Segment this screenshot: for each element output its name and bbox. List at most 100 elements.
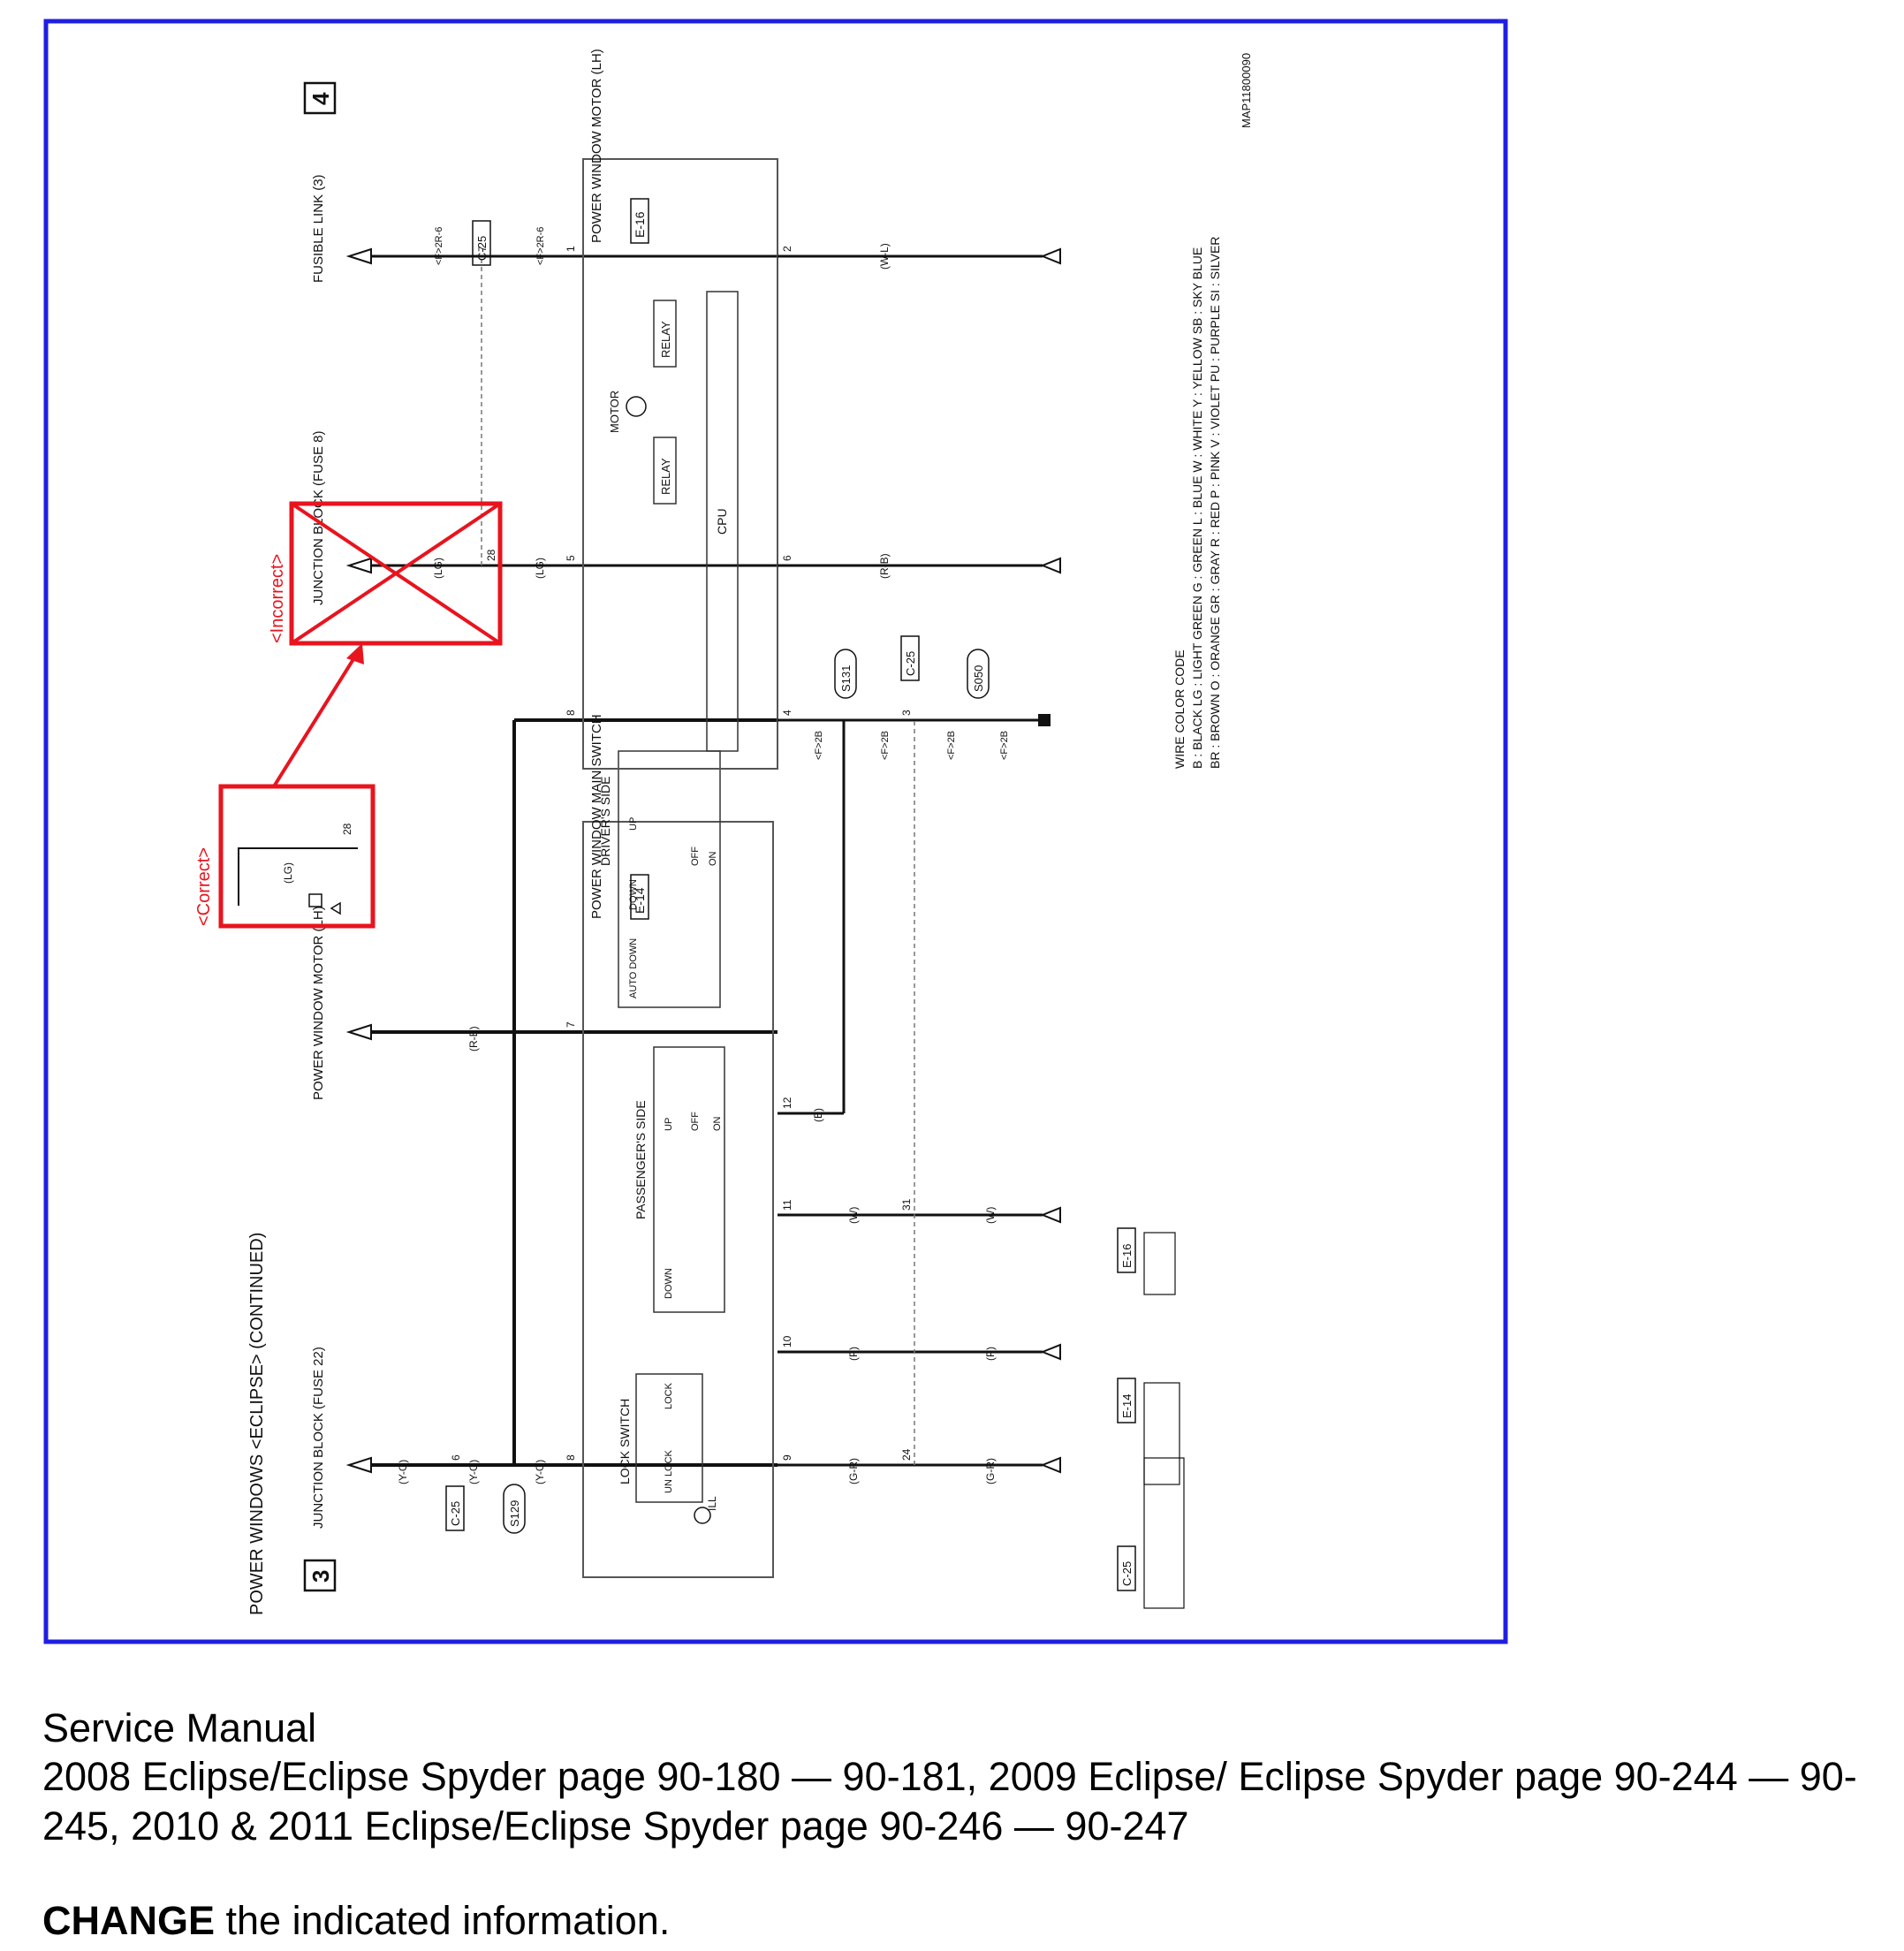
connector-c25-label: C-25 (1120, 1561, 1134, 1586)
connector-e14-grid (1143, 1382, 1180, 1485)
annotation-arrowhead (346, 643, 364, 664)
wiring-diagram: POWER WINDOWS <ECLIPSE> (CONTINUED) 3 4 … (43, 19, 1508, 1644)
connector-e14-box (1117, 1378, 1136, 1423)
wire-label-p-1: (P) (847, 1347, 860, 1361)
correct-ground-symbol (330, 901, 341, 915)
ground-right-3 (1040, 1206, 1061, 1224)
passenger-on-label: ON (712, 1116, 723, 1131)
legend-row-2: BR : BROWN O : ORANGE GR : GRAY R : RED … (1208, 237, 1222, 769)
ill-label: ILL (706, 1496, 718, 1511)
ground-right-6 (1040, 247, 1061, 265)
motor-unit-label: POWER WINDOW MOTOR (LH) (589, 49, 604, 243)
connector-e16-label: E-16 (1120, 1244, 1134, 1268)
part-code: MAP11800090 (1240, 53, 1253, 128)
correct-wire-path (238, 847, 358, 906)
main-switch-label: POWER WINDOW MAIN SWITCH (589, 714, 604, 919)
pin-3: 3 (900, 710, 913, 716)
wire-label-p-2: (P) (984, 1347, 997, 1361)
source-fusible-link: FUSIBLE LINK (3) (311, 174, 326, 283)
incorrect-label: <Incorrect> (268, 554, 287, 643)
main-switch-code: E-14 (633, 887, 647, 914)
wire-label-yg-3: (Y-G) (534, 1460, 546, 1484)
relay1-label: RELAY (659, 458, 672, 495)
pin-7: 7 (565, 1021, 577, 1028)
c25-tag-top (472, 220, 491, 266)
source-power-window-motor-ref: POWER WINDOW MOTOR (LH) (311, 906, 326, 1100)
wire-label-lg-2: (LG) (534, 558, 546, 579)
ill-lamp-symbol (694, 1507, 711, 1524)
pin-c25-6: 6 (450, 1454, 462, 1461)
ground-right-1 (1040, 1456, 1061, 1474)
pin-4: 4 (781, 710, 793, 716)
diagram-frame (43, 19, 1508, 1644)
pin-9: 9 (781, 1454, 793, 1461)
correct-pin-label: 28 (341, 823, 353, 835)
ground-right-5 (1040, 557, 1061, 574)
c25-tag-top-label: C-25 (475, 236, 489, 261)
splice-s129 (503, 1484, 526, 1534)
wire-label-rb-1: (R-B) (467, 1026, 480, 1051)
correct-label: <Correct> (194, 847, 214, 926)
ground-symbol-3 (345, 557, 372, 574)
pin-11: 11 (781, 1199, 793, 1211)
ground-symbol-1 (345, 1456, 372, 1474)
ground-symbol-2 (345, 1023, 372, 1041)
pin-8-switch: 8 (565, 1454, 577, 1461)
wire-label-w-2: (W) (984, 1207, 997, 1224)
ground-right-2 (1040, 1343, 1061, 1361)
relay2-box (653, 300, 677, 368)
wire-size-6: <F>2B (999, 731, 1010, 760)
wire-label-w-1: (W) (847, 1207, 860, 1224)
connector-e14-label: E-14 (1120, 1394, 1134, 1418)
splice-s131 (834, 649, 857, 699)
pin-1: 1 (565, 246, 577, 252)
lock-label: LOCK (664, 1382, 674, 1409)
passenger-side-label: PASSENGER'S SIDE (633, 1100, 648, 1219)
pin-5: 5 (565, 555, 577, 561)
correct-fuse-box (308, 893, 322, 907)
connector-e16-grid (1143, 1232, 1176, 1295)
relay1-box (653, 437, 677, 505)
wire-size-3: <F>2B (814, 731, 824, 760)
passenger-up-label: UP (664, 1118, 674, 1131)
ground-symbol-4 (345, 247, 372, 265)
drivers-up-label: UP (628, 817, 639, 831)
incorrect-box (289, 501, 503, 646)
legend-heading: WIRE COLOR CODE (1172, 649, 1187, 769)
correct-box (218, 784, 375, 929)
wire-size-5: <F>2B (946, 731, 957, 760)
wire-label-wl-1: (W-L) (878, 243, 891, 269)
change-bold: CHANGE (42, 1898, 216, 1943)
diagram-title: POWER WINDOWS <ECLIPSE> (CONTINUED) (247, 1233, 267, 1615)
pin-12: 12 (781, 1097, 793, 1109)
drivers-on-label: ON (708, 851, 718, 866)
correct-wire-label: (LG) (282, 862, 294, 884)
pin-28: 28 (485, 549, 497, 561)
connector-c25-grid (1143, 1457, 1185, 1609)
cpu-box (706, 291, 739, 752)
source-junction-block-fuse22: JUNCTION BLOCK (FUSE 22) (311, 1347, 326, 1529)
unlock-label: UN LOCK (664, 1449, 674, 1493)
lock-switch-label: LOCK SWITCH (618, 1399, 632, 1484)
motor-unit-code-box (630, 198, 649, 244)
motor-unit-code: E-16 (633, 211, 647, 238)
wire-label-lg-1: (LG) (432, 558, 444, 579)
cpu-label: CPU (715, 508, 729, 535)
pin-31: 31 (900, 1198, 913, 1211)
pin-c25-7: 7 (476, 246, 489, 252)
wire-label-yg-1: (Y-G) (397, 1460, 409, 1484)
c25-tag-left (445, 1485, 465, 1531)
page-marker-left (303, 1559, 337, 1592)
pin-6: 6 (781, 555, 793, 561)
ground-right-4 (1038, 714, 1051, 726)
wire-size-4: <F>2B (880, 731, 891, 760)
legend-row-1: B : BLACK LG : LIGHT GREEN G : GREEN L :… (1190, 247, 1204, 769)
drivers-side-label: DRIVER'S SIDE (598, 777, 612, 866)
diagram-rotated-content: POWER WINDOWS <ECLIPSE> (CONTINUED) 3 4 … (247, 49, 1253, 1615)
passenger-off-label: OFF (690, 1112, 701, 1131)
wire-size-1: <F>2R-6 (434, 227, 444, 265)
wire-size-2: <F>2R-6 (535, 227, 546, 265)
wire-label-gr-1: (G-R) (847, 1458, 860, 1484)
relay2-label: RELAY (659, 321, 672, 358)
incorrect-cross-2 (290, 502, 502, 645)
